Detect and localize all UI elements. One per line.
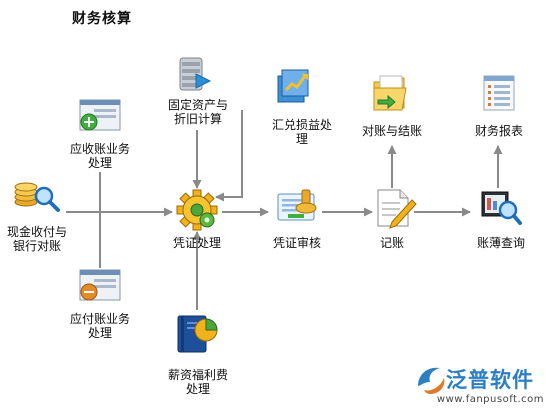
- payable-minus-icon: [79, 269, 121, 301]
- gear-icon: [176, 189, 218, 231]
- brand-logo-icon: [418, 367, 445, 394]
- server-icon: [179, 57, 212, 91]
- node-label-reconcile: 对账与结账: [361, 124, 422, 138]
- node-label-cash: 现金收付与 银行对账: [6, 225, 67, 253]
- brand-name: 泛普软件: [446, 368, 534, 392]
- coins-magnifier-icon: [14, 182, 60, 212]
- connectors: [66, 110, 503, 310]
- arrow-exchange-to-voucher: [215, 110, 243, 202]
- document-pen-icon: [377, 189, 417, 229]
- exchange-chart-icon: [277, 69, 309, 103]
- report-document-icon: [483, 75, 515, 111]
- node-label-reports: 财务报表: [474, 124, 523, 138]
- node-label-ledger: 账薄查询: [476, 236, 525, 250]
- folder-icon: [373, 75, 407, 111]
- diagram-title: 财务核算: [72, 11, 132, 27]
- node-label-exchange: 汇兑损益处 理: [271, 118, 332, 146]
- brand-watermark: 泛普软件 www.fanpusoft.com: [412, 360, 544, 406]
- node-label-fixed-assets: 固定资产与 折旧计算: [167, 98, 228, 126]
- brand-url: www.fanpusoft.com: [436, 394, 544, 405]
- receivable-add-icon: [79, 99, 121, 131]
- node-label-voucher: 凭证处理: [172, 236, 221, 250]
- certificate-stamp-icon: [277, 189, 317, 221]
- node-label-payroll: 薪资福利费 处理: [167, 368, 228, 396]
- monitor-magnifier-icon: [481, 191, 522, 225]
- node-label-audit: 凭证审核: [272, 236, 321, 250]
- node-label-payable: 应付账业务 处理: [69, 312, 130, 340]
- node-label-receivable: 应收账业务 处理: [69, 142, 130, 170]
- node-label-posting: 记账: [379, 236, 404, 250]
- book-pie-icon: [177, 315, 218, 353]
